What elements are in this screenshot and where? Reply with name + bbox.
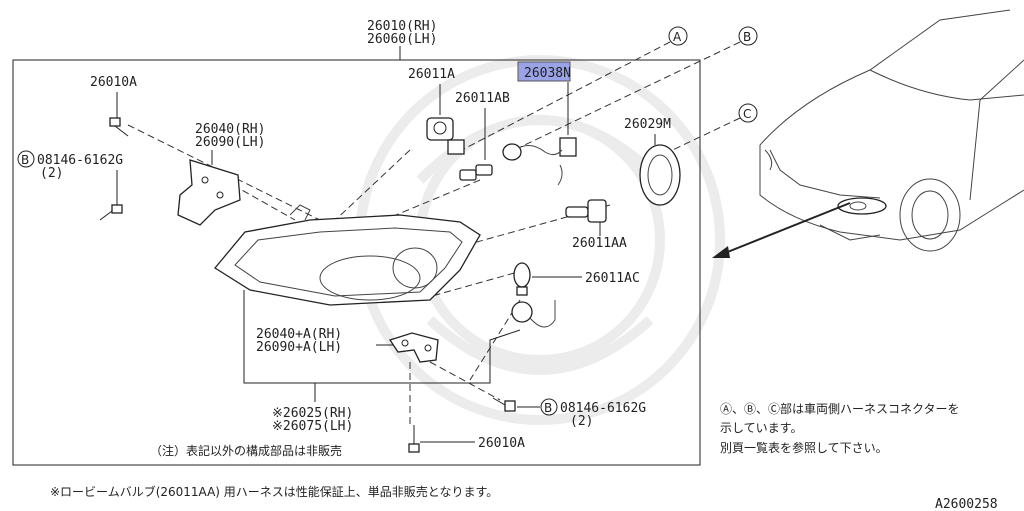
svg-text:B: B (21, 153, 29, 167)
label-bolt-bottom-qty: (2) (570, 414, 593, 429)
connector-note-line1: Ⓐ、Ⓑ、Ⓒ部は車両側ハーネスコネクターを (720, 401, 960, 416)
connector-b-marker[interactable]: B (738, 26, 758, 46)
label-26010a-top: 26010A (90, 75, 137, 90)
label-26075-lh: ※26075(LH) (272, 419, 353, 434)
assembly-label-lh: 26060(LH) (367, 32, 437, 47)
car-illustration (712, 9, 1024, 258)
bulb-26011ab-icon (459, 164, 493, 181)
bulb-26011a-icon (426, 117, 465, 155)
screw-bottom-icon (408, 425, 420, 453)
bolt-top-icon (99, 204, 123, 221)
lower-bracket-icon (388, 332, 439, 363)
bulb-26011ac-icon (513, 262, 531, 296)
bolt-bottom-callout: B (540, 398, 558, 416)
label-26011ab: 26011AB (455, 91, 510, 106)
svg-text:A: A (673, 30, 682, 44)
label-26029m: 26029M (624, 117, 671, 132)
side-bracket-icon (177, 159, 241, 226)
label-26011aa: 26011AA (572, 236, 627, 251)
headlamp-housing-icon (214, 204, 481, 306)
connector-c-marker[interactable]: C (738, 103, 758, 123)
label-bolt-bottom: 08146-6162G (560, 401, 646, 416)
label-26040-rh: 26040(RH) (195, 122, 265, 137)
svg-text:B: B (544, 401, 552, 415)
note-not-sold: （注）表記以外の構成部品は非販売 (150, 443, 342, 458)
label-26040a-rh: 26040+A(RH) (256, 327, 342, 342)
svg-text:B: B (743, 30, 751, 44)
bolt-bottom-icon (492, 397, 516, 412)
label-26090-lh: 26090(LH) (195, 135, 265, 150)
label-26010a-bottom: 26010A (478, 436, 525, 451)
label-26038n[interactable]: 26038N (524, 66, 571, 81)
harness-26038n-icon (502, 137, 577, 186)
label-26011a: 26011A (408, 67, 455, 82)
socket-harness-icon (511, 300, 556, 328)
bolt-top-callout: B (17, 150, 35, 168)
connector-note-line3: 別頁一覧表を参照して下さい。 (720, 440, 888, 455)
connector-a-marker[interactable]: A (668, 26, 688, 46)
label-26011ac: 26011AC (585, 271, 640, 286)
bulb-26011aa-icon (565, 199, 607, 223)
label-26090a-lh: 26090+A(LH) (256, 340, 342, 355)
highlight-26038n (517, 61, 571, 82)
svg-text:C: C (743, 107, 751, 121)
cap-26029m-icon (639, 144, 681, 206)
label-26025-rh: ※26025(RH) (272, 406, 353, 421)
screw-top-icon (109, 117, 129, 137)
assembly-frame (12, 59, 701, 466)
figure-id: A2600258 (935, 497, 998, 511)
label-bolt-top-qty: (2) (40, 166, 63, 181)
label-bolt-top: 08146-6162G (37, 153, 123, 168)
assembly-label-rh: 26010(RH) (367, 19, 437, 34)
connector-note-line2: 示しています。 (720, 421, 802, 435)
footer-note: ※ロービームバルブ(26011AA) 用ハーネスは性能保証上、単品非販売となりま… (50, 484, 498, 499)
